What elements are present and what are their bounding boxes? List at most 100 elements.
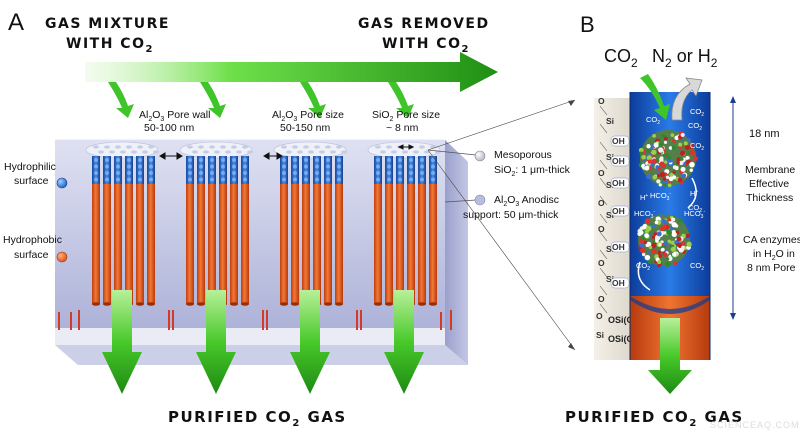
wall-atom: OH <box>612 206 625 216</box>
mesopore-hole <box>336 145 342 149</box>
tip-dot <box>116 177 120 182</box>
pore-stub <box>450 310 452 330</box>
tip-dot <box>387 177 391 182</box>
bond <box>599 231 608 242</box>
pore-tube <box>186 184 194 304</box>
tip-dot <box>149 177 153 182</box>
enzyme-atom <box>639 151 643 155</box>
enzyme-atom <box>681 241 685 246</box>
pore-stub <box>168 310 170 330</box>
tip-dot <box>293 177 297 182</box>
pore-tube-end <box>241 302 249 306</box>
pore-tube <box>418 184 426 304</box>
mesopore-hole <box>380 150 386 154</box>
enzyme-atom <box>663 252 668 257</box>
mesoporous-leader <box>427 149 477 156</box>
enzyme-atom <box>650 146 654 151</box>
oh-badge <box>610 277 630 289</box>
pore-tube <box>302 184 310 304</box>
tip-dot <box>431 158 435 162</box>
hydrophobic-label-1: Hydrophobic <box>3 234 62 246</box>
pore-stub <box>266 310 268 330</box>
panel-a: A GAS MIXTURE WITH CO2 GAS REMOVED WITH … <box>3 9 576 429</box>
pore-tip <box>374 156 382 184</box>
enzyme-atom <box>646 155 653 161</box>
purified-co2-a: PURIFIED CO2 GAS <box>168 408 347 429</box>
pore-tube <box>385 184 393 304</box>
tip-dot <box>138 177 142 182</box>
tip-dot <box>105 164 109 169</box>
h-ion: H+ <box>690 189 698 198</box>
pore-tube <box>230 184 238 304</box>
enzyme-atom <box>689 168 693 172</box>
bond <box>599 303 608 314</box>
enzyme-atom <box>693 156 699 161</box>
tip-dot <box>304 158 308 162</box>
hco3-ion: HCO3- <box>684 209 705 220</box>
enzyme-atom <box>644 218 651 224</box>
pore-tube <box>335 184 343 304</box>
enzyme-atom <box>662 224 668 230</box>
mesopore-hole <box>209 145 215 149</box>
co2-molecule: CO2 <box>690 141 704 152</box>
wall-atom: Si <box>596 330 604 340</box>
pore-group <box>78 141 170 394</box>
bond <box>599 285 608 296</box>
enzyme-atom <box>680 132 685 138</box>
enzyme-atom <box>652 134 656 138</box>
mesopore-hole <box>220 145 226 149</box>
zoom-line-top <box>427 99 576 151</box>
pore-stub <box>78 310 80 330</box>
tip-dot <box>337 164 341 169</box>
tip-dot <box>409 158 413 162</box>
pore-tube <box>208 184 216 304</box>
tip-dot <box>116 171 120 175</box>
wall-atom: Si <box>606 152 614 162</box>
mesopore-hole <box>109 150 115 154</box>
tip-dot <box>387 164 391 169</box>
mesopore-hole <box>148 145 154 149</box>
tip-dot <box>105 177 109 182</box>
enzyme-atom <box>658 254 663 258</box>
enzyme-atom <box>659 171 666 178</box>
tip-dot <box>116 164 120 169</box>
n2-h2-label: N2 or H2 <box>652 46 718 70</box>
mesopore-hole <box>341 150 347 154</box>
enzyme-atom <box>672 170 676 174</box>
tip-dot <box>105 171 109 175</box>
enzyme-atom <box>688 143 694 149</box>
wall-atom: OH <box>612 242 625 252</box>
tip-dot <box>293 158 297 162</box>
pore-tip <box>208 156 216 184</box>
mesopore-hole <box>402 150 408 154</box>
tip-dot <box>221 158 225 162</box>
pore-tube <box>407 184 415 304</box>
tip-dot <box>138 164 142 169</box>
tip-dot <box>315 158 319 162</box>
tip-dot <box>420 177 424 182</box>
tip-dot <box>127 177 131 182</box>
tip-dot <box>398 158 402 162</box>
pore-tube <box>291 184 299 304</box>
enzyme-atom <box>660 163 666 169</box>
tip-dot <box>94 158 98 162</box>
mesopore-hole <box>286 150 292 154</box>
gas-flow-arrow <box>85 52 498 92</box>
pore-tip <box>92 156 100 184</box>
sio2-pore-label: SiO2 Pore size <box>372 109 440 123</box>
enzyme-atom <box>644 165 650 171</box>
mesopore-hole <box>319 150 325 154</box>
panel-b-letter: B <box>580 12 595 37</box>
enzyme-atom <box>641 154 646 160</box>
tip-dot <box>105 158 109 162</box>
pore-tube <box>92 184 100 304</box>
mesoporous-line2: SiO2: 1 μm-thick <box>494 164 571 178</box>
tip-dot <box>149 164 153 169</box>
pore-stub <box>262 310 264 330</box>
pore-group <box>360 141 452 394</box>
tip-dot <box>199 171 203 175</box>
mesopore-hole <box>137 145 143 149</box>
tip-dot <box>398 164 402 169</box>
oh-badge <box>610 241 630 253</box>
sio2-pore-range: ~ 8 nm <box>386 122 419 134</box>
